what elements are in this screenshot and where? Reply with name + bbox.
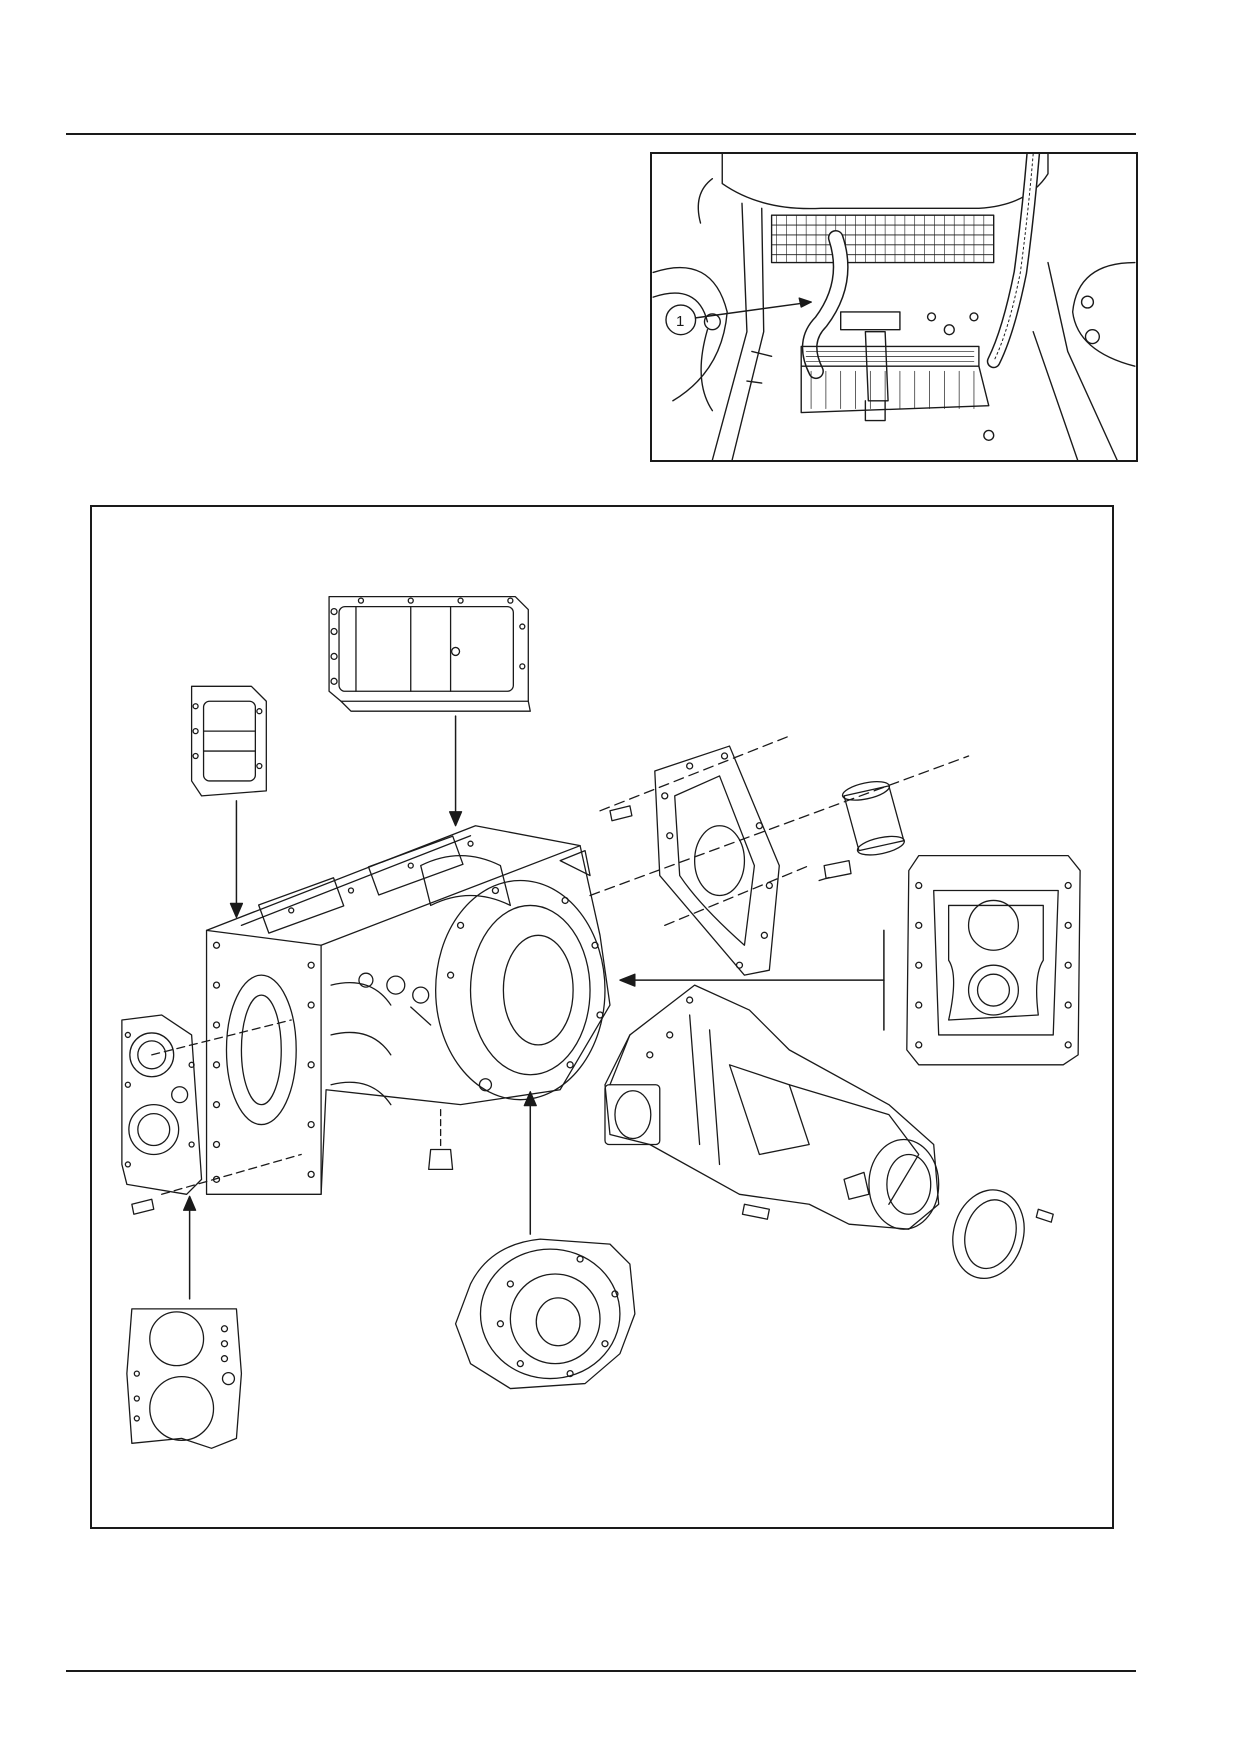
side-cover-small xyxy=(190,685,267,797)
footer-rule xyxy=(66,1670,1136,1672)
rear-cover-plate xyxy=(906,854,1081,1066)
battery-area-illustration xyxy=(652,154,1136,460)
header-rule xyxy=(66,133,1136,135)
rear-gasket-plate xyxy=(654,745,780,976)
seal-ring xyxy=(952,1189,1025,1280)
callout-1-label: 1 xyxy=(676,313,685,330)
top-cover-plate xyxy=(328,596,531,712)
figure-transmission-exploded-view xyxy=(90,505,1114,1529)
main-housing-flange xyxy=(435,879,606,1101)
rear-axle-housing xyxy=(604,984,940,1230)
figure-battery-area: 1 xyxy=(650,152,1138,462)
front-gasket xyxy=(126,1308,243,1449)
lower-housing-cover xyxy=(454,1238,636,1390)
main-housing xyxy=(205,825,611,1195)
callout-1-circle xyxy=(665,304,697,336)
front-cover-plate xyxy=(121,1014,203,1195)
cylinder-sleeve xyxy=(841,780,905,856)
transmission-exploded-illustration xyxy=(121,596,1081,1449)
